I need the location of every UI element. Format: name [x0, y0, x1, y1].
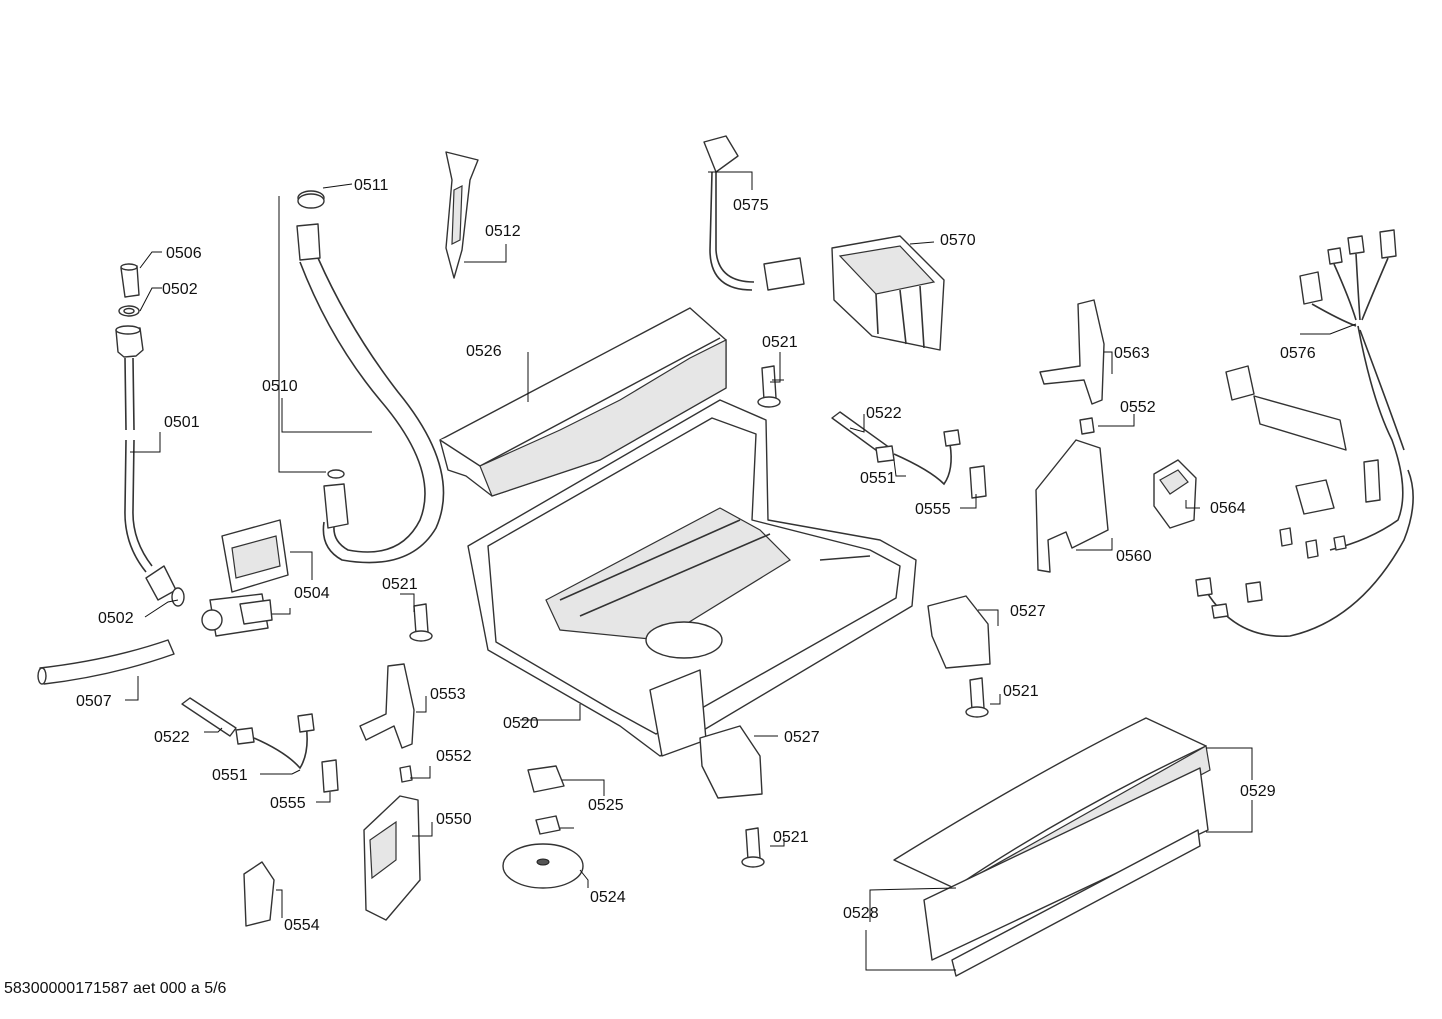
label-0570: 0570 [940, 232, 976, 249]
label-0502-top: 0502 [162, 281, 198, 298]
part-0527-foot-lower [699, 725, 763, 799]
label-0529: 0529 [1240, 783, 1276, 800]
part-0507-hose [37, 639, 175, 685]
leader-lines [125, 171, 1357, 971]
label-0512: 0512 [485, 223, 521, 240]
label-0555-upper: 0555 [915, 501, 951, 518]
part-0576-wiring-harness [1195, 229, 1414, 637]
part-0520-base-tub [467, 399, 917, 757]
label-0560: 0560 [1116, 548, 1152, 565]
label-0526: 0526 [466, 343, 502, 360]
part-0555-clip-upper [969, 465, 987, 499]
part-0555-clip-lower [321, 759, 339, 793]
label-0528: 0528 [843, 905, 879, 922]
label-0550: 0550 [436, 811, 472, 828]
label-0520: 0520 [503, 715, 539, 732]
part-0525-connector-b [535, 815, 561, 835]
part-0521-screw-upper [757, 365, 781, 408]
part-0511-hose-clip [297, 190, 325, 209]
label-0575: 0575 [733, 197, 769, 214]
label-0551-lower: 0551 [212, 767, 248, 784]
part-0524-disc [502, 843, 584, 889]
label-0521-right: 0521 [1003, 683, 1039, 700]
part-0521-screw-bottom [741, 827, 765, 868]
label-0554: 0554 [284, 917, 320, 934]
label-0521-upper: 0521 [762, 334, 798, 351]
part-0525-connector-a [527, 765, 565, 793]
label-0521-left: 0521 [382, 576, 418, 593]
part-0522-spring-lower [181, 697, 237, 737]
label-0555-lower: 0555 [270, 795, 306, 812]
part-0502-washer-bottom [171, 587, 185, 607]
part-0554-clip [243, 861, 275, 927]
part-0570-control-module [831, 235, 945, 351]
label-0552-left: 0552 [436, 748, 472, 765]
part-0552-clip-right [1079, 417, 1095, 435]
label-0507: 0507 [76, 693, 112, 710]
label-0521-bottom: 0521 [773, 829, 809, 846]
part-0502-washer-top [118, 305, 140, 317]
part-0552-clip-left [399, 765, 413, 783]
part-0560-bracket [1035, 439, 1109, 573]
part-0575-power-cord [703, 135, 805, 291]
part-0526-cover [439, 307, 727, 497]
part-labels: 0506 0502 0501 0502 0507 0510 0511 0512 … [76, 177, 1316, 934]
label-0527-lower: 0527 [784, 729, 820, 746]
part-0564-holder [1153, 459, 1197, 529]
part-0551-sensor-upper [875, 429, 961, 486]
label-0563: 0563 [1114, 345, 1150, 362]
label-0522-upper: 0522 [866, 405, 902, 422]
label-0501: 0501 [164, 414, 200, 431]
label-0527-upper: 0527 [1010, 603, 1046, 620]
part-0512-bracket [445, 151, 479, 279]
label-0525: 0525 [588, 797, 624, 814]
part-0504-valve-block [201, 519, 289, 637]
label-0552-right: 0552 [1120, 399, 1156, 416]
label-0576: 0576 [1280, 345, 1316, 362]
part-0551-sensor-lower [235, 713, 315, 770]
part-0501-inlet-hose [115, 325, 177, 601]
label-0564: 0564 [1210, 500, 1246, 517]
part-0506-cap [120, 263, 140, 298]
label-0553: 0553 [430, 686, 466, 703]
document-id: 58300000171587 aet 000 a 5/6 [4, 980, 227, 997]
label-0524: 0524 [590, 889, 626, 906]
label-0551-upper: 0551 [860, 470, 896, 487]
part-0510-drain-hose [296, 223, 445, 564]
label-0522-lower: 0522 [154, 729, 190, 746]
part-0521-screw-right [965, 677, 989, 718]
label-0506: 0506 [166, 245, 202, 262]
label-0510: 0510 [262, 378, 298, 395]
part-0553-bracket [359, 663, 415, 749]
part-0521-screw-left [409, 603, 433, 642]
part-0550-bracket [363, 795, 421, 921]
part-0527-foot-upper [927, 595, 991, 669]
label-0511: 0511 [354, 177, 389, 194]
part-0529-0528-front-panel [893, 717, 1211, 977]
label-0502-bottom: 0502 [98, 610, 134, 627]
part-0563-bracket [1039, 299, 1105, 405]
label-0504: 0504 [294, 585, 330, 602]
